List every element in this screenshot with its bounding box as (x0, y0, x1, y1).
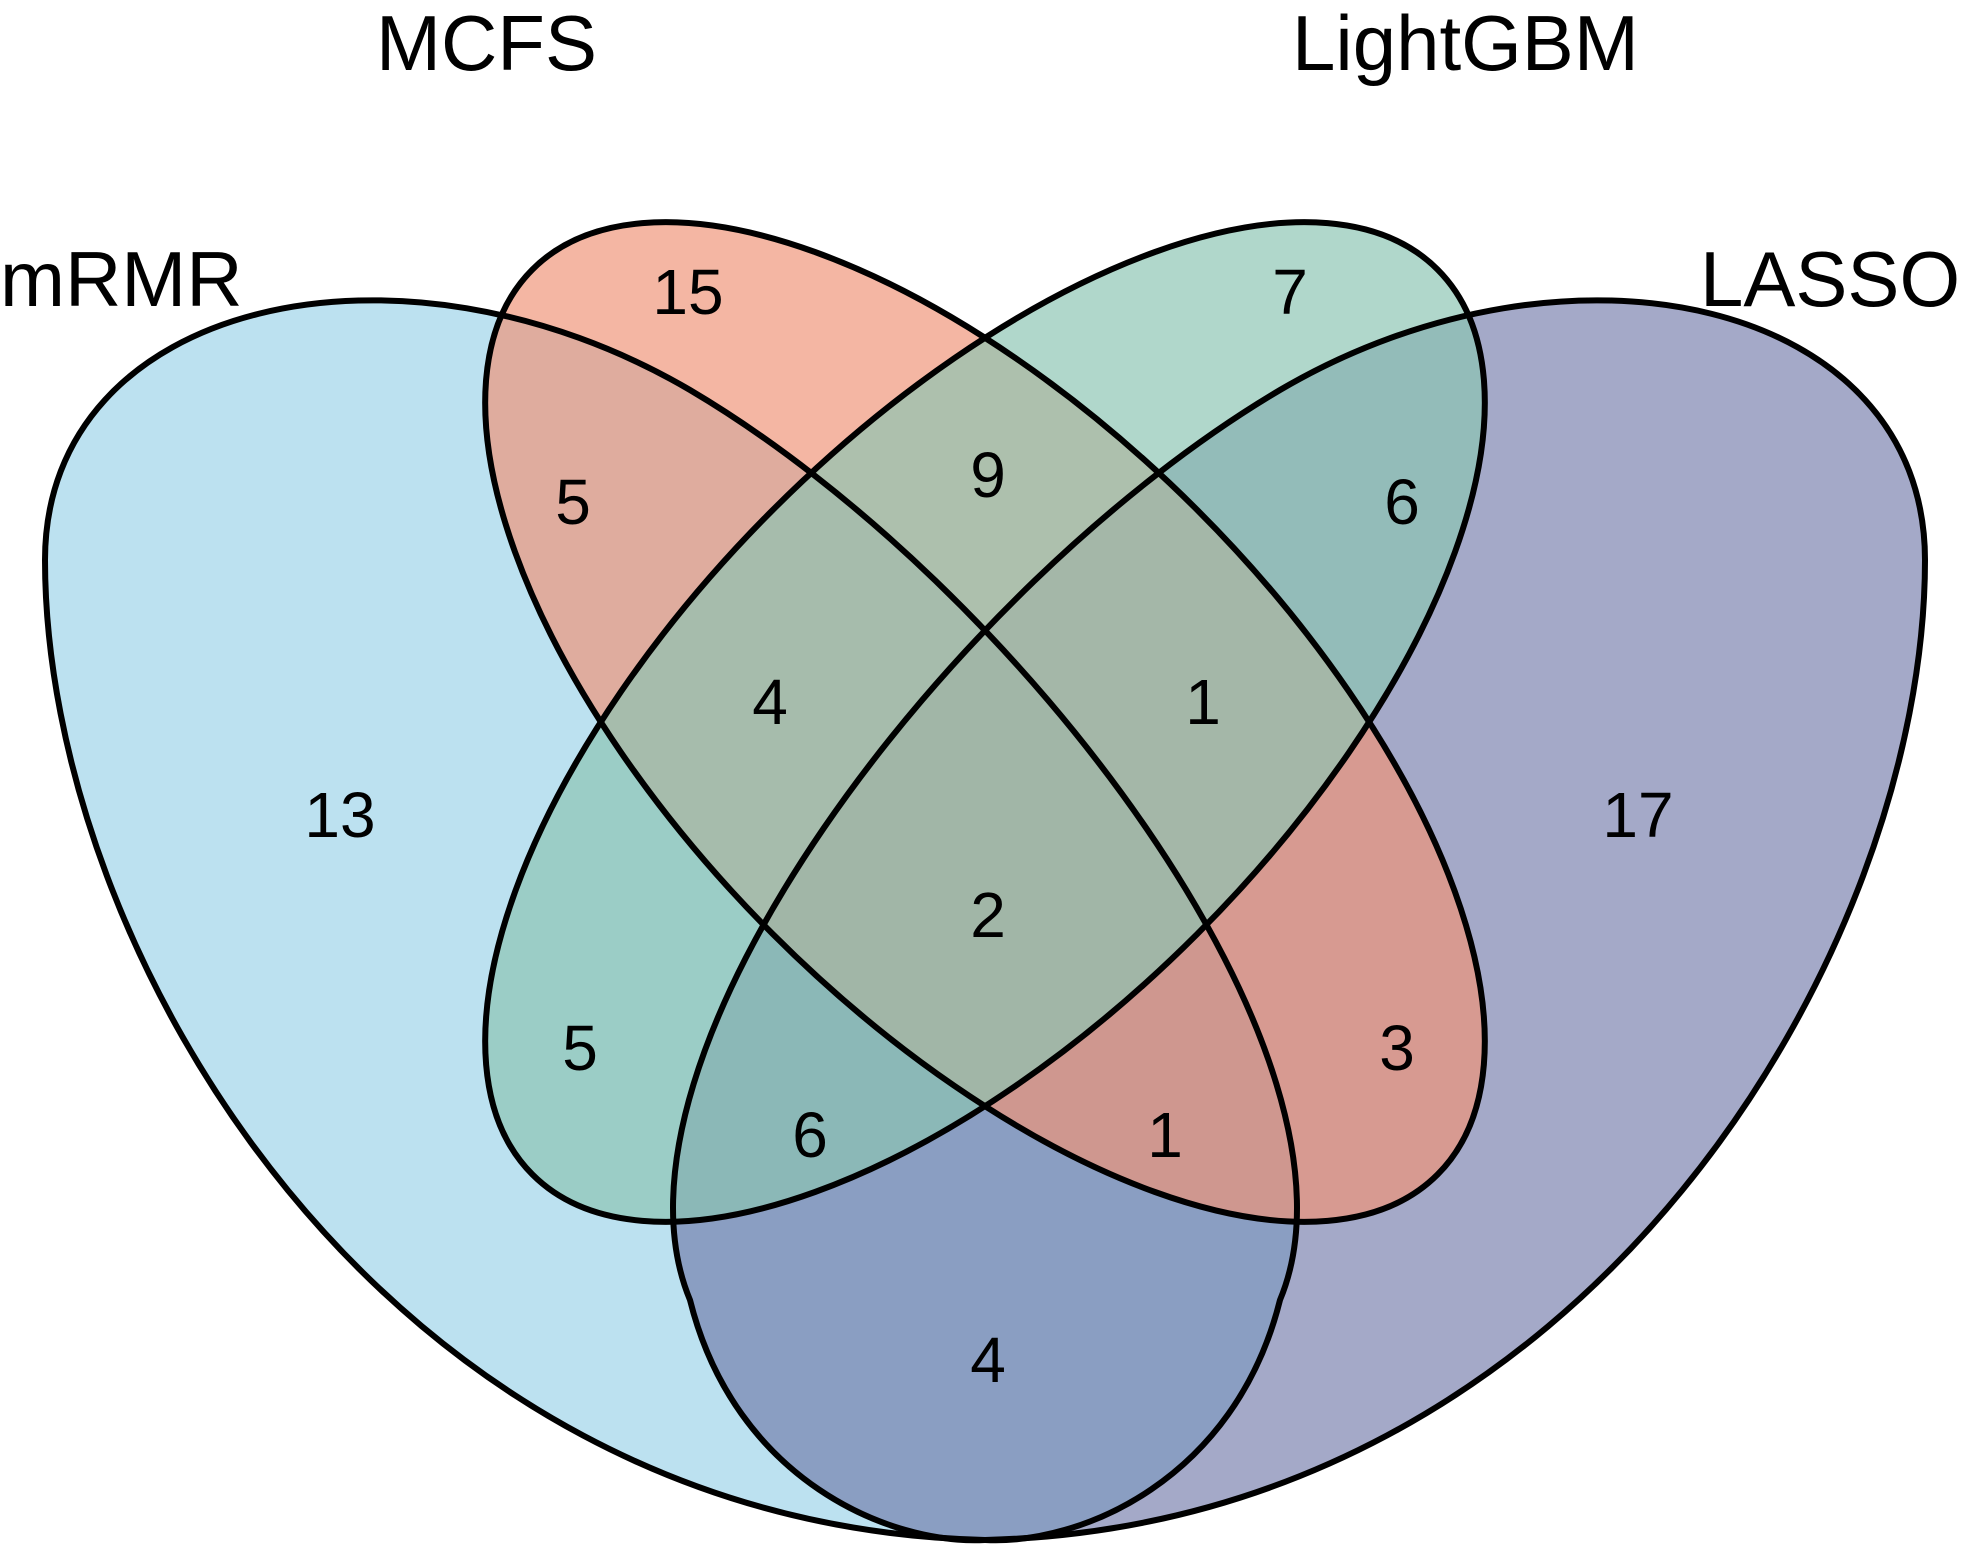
region-count-lightgbm-only: 7 (1272, 256, 1308, 328)
set-labels: mRMR MCFS LightGBM LASSO (0, 0, 1960, 323)
region-count-mcfs-lightgbm-lasso: 1 (1185, 666, 1221, 738)
set-label-lightgbm: LightGBM (1292, 0, 1639, 87)
region-count-mrmr-mcfs-lightgbm: 4 (752, 666, 788, 738)
region-count-mcfs-only: 15 (652, 256, 723, 328)
region-count-all-four: 2 (970, 879, 1006, 951)
set-label-lasso: LASSO (1700, 235, 1960, 323)
region-count-mrmr-only: 13 (304, 779, 375, 851)
region-count-mrmr-mcfs-lasso: 1 (1147, 1099, 1183, 1171)
region-counts: 13 15 7 17 5 9 6 4 1 2 5 3 6 1 4 (304, 256, 1673, 1396)
region-count-mcfs-lightgbm: 9 (970, 439, 1006, 511)
region-count-mcfs-lasso: 3 (1379, 1012, 1415, 1084)
set-label-mrmr: mRMR (0, 235, 243, 323)
region-count-mrmr-lightgbm-lasso: 6 (792, 1099, 828, 1171)
region-count-mrmr-lasso: 4 (970, 1324, 1006, 1396)
region-count-lightgbm-lasso: 6 (1384, 466, 1420, 538)
region-count-lasso-only: 17 (1602, 779, 1673, 851)
region-count-mrmr-lightgbm: 5 (562, 1012, 598, 1084)
set-label-mcfs: MCFS (376, 0, 597, 87)
region-count-mrmr-mcfs: 5 (555, 466, 591, 538)
